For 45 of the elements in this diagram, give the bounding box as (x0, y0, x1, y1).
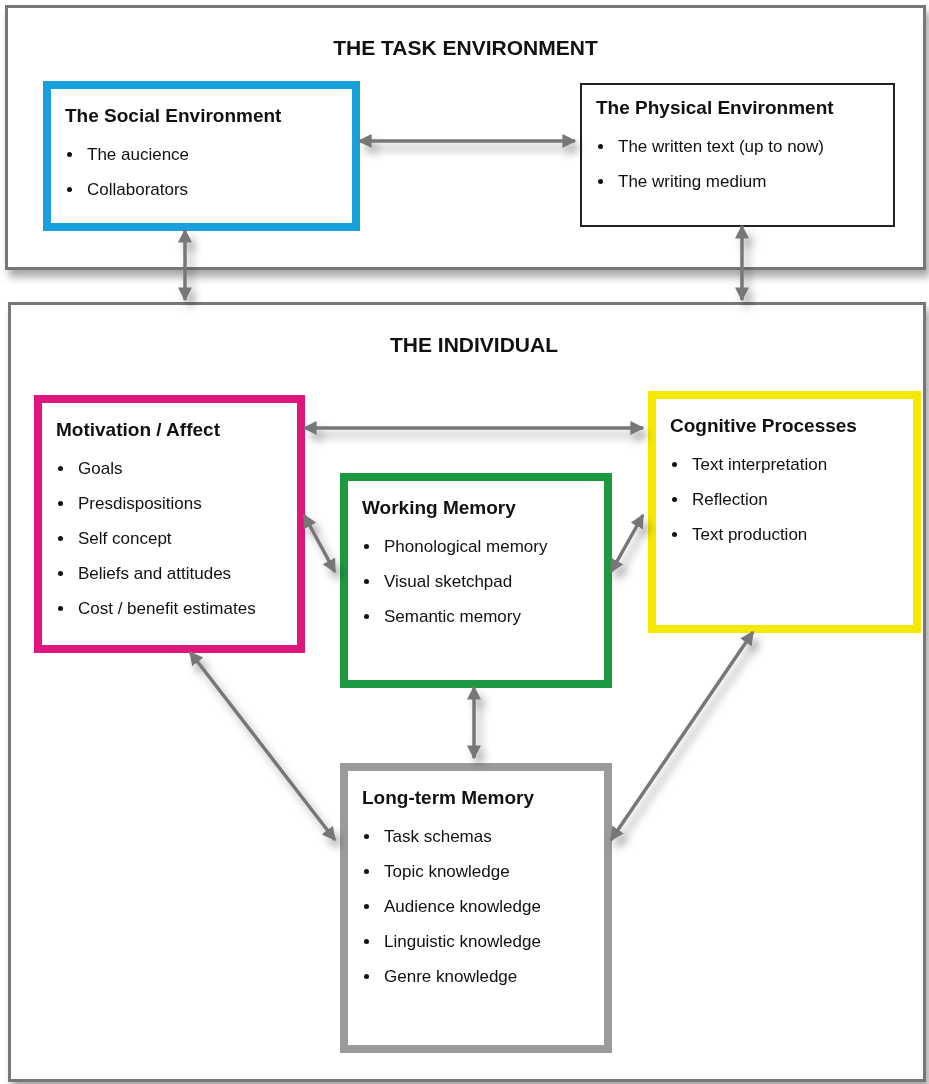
double-arrow (467, 685, 481, 760)
bullet-item: Semantic memory (384, 606, 521, 628)
component-box (43, 81, 360, 231)
box-heading: Long-term Memory (362, 787, 536, 809)
component-box (34, 395, 305, 653)
bullet-item: Self concept (78, 528, 172, 550)
double-arrow (188, 650, 337, 842)
double-arrow (357, 134, 577, 148)
double-arrow (735, 224, 749, 302)
double-arrow (178, 228, 192, 302)
component-box (580, 83, 895, 227)
box-heading: The Physical Environment (596, 97, 835, 119)
bullet-item: Phonological memory (384, 536, 548, 558)
box-heading: Cognitive Processes (670, 415, 858, 437)
bullet-item: Reflection (692, 489, 768, 511)
bullet-item: Visual sketchpad (384, 571, 513, 593)
bullet-item: Audience knowledge (384, 896, 541, 918)
bullet-item: The writing medium (618, 171, 767, 193)
bullet-item: The aucience (87, 144, 190, 166)
bullet-item: Task schemas (384, 826, 492, 848)
bullet-item: Text production (692, 524, 808, 546)
double-arrow (302, 421, 645, 435)
bullet-item: Goals (78, 458, 123, 480)
double-arrow (609, 630, 755, 842)
bullet-item: Cost / benefit estimates (78, 598, 256, 620)
environment-frame (8, 302, 926, 1082)
environment-frame (5, 5, 926, 270)
double-arrow (302, 513, 337, 574)
bullet-item: Topic knowledge (384, 861, 510, 883)
component-box (340, 763, 612, 1053)
box-heading: Working Memory (362, 497, 517, 519)
bullet-item: The written text (up to now) (618, 136, 824, 158)
bullet-item: Linguistic knowledge (384, 931, 541, 953)
box-heading: Motivation / Affect (56, 419, 221, 441)
frame-title: THE TASK ENVIRONMENT (332, 36, 599, 60)
component-box (340, 473, 612, 688)
bullet-item: Collaborators (87, 179, 189, 201)
box-heading: The Social Environment (65, 105, 283, 127)
bullet-item: Beliefs and attitudes (78, 563, 232, 585)
bullet-item: Genre knowledge (384, 966, 518, 988)
bullet-item: Text interpretation (692, 454, 828, 476)
bullet-item: Presdispositions (78, 493, 202, 515)
frame-title: THE INDIVIDUAL (389, 333, 559, 357)
component-box (648, 391, 921, 633)
double-arrow (609, 513, 645, 574)
